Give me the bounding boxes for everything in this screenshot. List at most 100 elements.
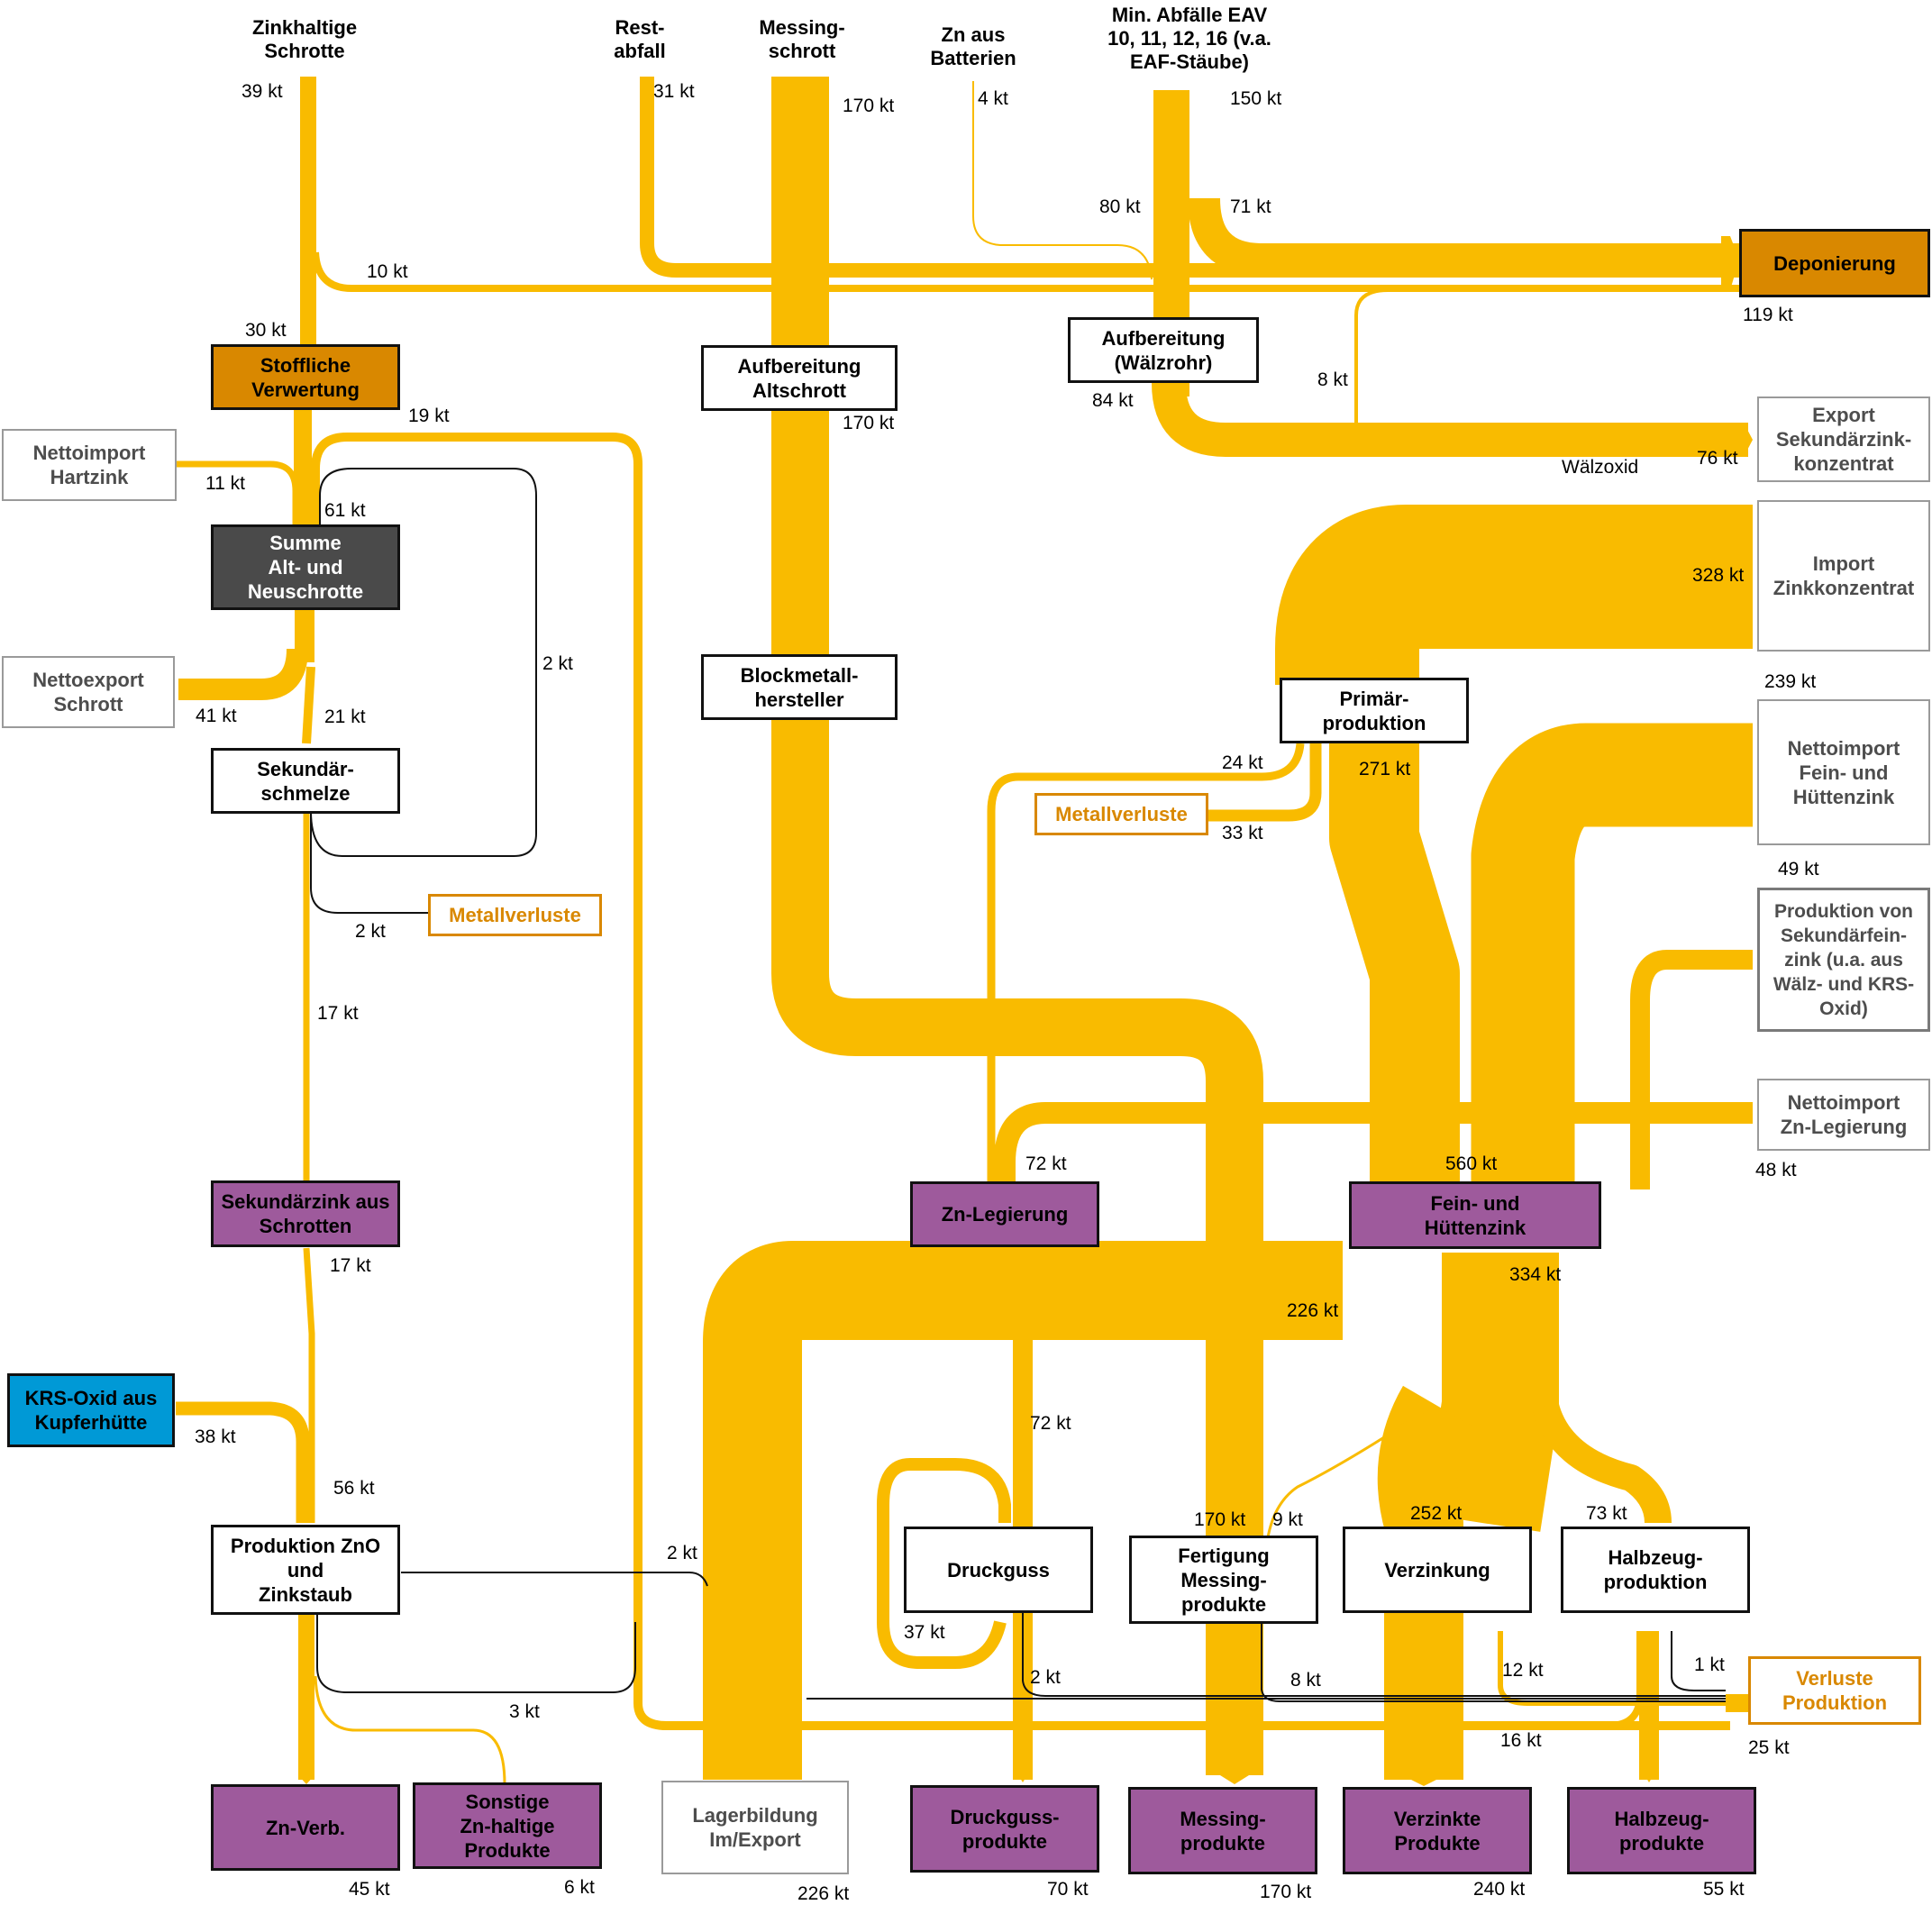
node-aufbereitung-waelz[interactable]: Aufbereitung (Wälzrohr)	[1068, 317, 1259, 383]
line-druckguss-loss	[1022, 1613, 1726, 1697]
value-label: 328 kt	[1692, 565, 1745, 586]
node-fertigung-messing[interactable]: Fertigung Messing- produkte	[1129, 1536, 1318, 1624]
value-label: 1 kt	[1694, 1654, 1725, 1675]
node-sekundaerfeinzink[interactable]: Produktion von Sekundärfein- zink (u.a. …	[1757, 888, 1930, 1032]
node-sonstige[interactable]: Sonstige Zn-haltige Produkte	[413, 1782, 602, 1869]
node-metallverluste-mid[interactable]: Metallverluste	[1034, 793, 1208, 835]
node-export-konzentrat[interactable]: Export Sekundärzink- konzentrat	[1757, 396, 1930, 482]
value-label: 170 kt	[1194, 1509, 1246, 1530]
flow-to-schmelze	[302, 666, 315, 744]
node-stoffliche-verwertung[interactable]: Stoffliche Verwertung	[211, 344, 400, 410]
value-label: 48 kt	[1755, 1160, 1797, 1180]
source-mineral-waste: Min. Abfälle EAV 10, 11, 12, 16 (v.a. EA…	[1107, 4, 1271, 73]
value-label: 6 kt	[564, 1877, 595, 1898]
value-label: 72 kt	[1030, 1413, 1071, 1434]
node-druckguss[interactable]: Druckguss	[904, 1527, 1093, 1613]
line-halbzeug-loss	[1671, 1631, 1726, 1691]
node-verluste-produktion[interactable]: Verluste Produktion	[1748, 1656, 1921, 1725]
node-deponierung[interactable]: Deponierung	[1739, 229, 1930, 297]
flow-sekundaerfeinzink	[1630, 950, 1753, 1189]
line-zno-to-lager	[401, 1572, 708, 1587]
line-zno-loop	[316, 1613, 636, 1693]
flow-legierung-import	[994, 1102, 1753, 1189]
node-messingprodukte[interactable]: Messing- produkte	[1128, 1787, 1317, 1874]
node-zn-legierung[interactable]: Zn-Legierung	[910, 1181, 1099, 1247]
node-halbzeugprodukte[interactable]: Halbzeug- produkte	[1567, 1787, 1756, 1874]
value-label: 2 kt	[1030, 1667, 1061, 1688]
value-label: 226 kt	[797, 1883, 850, 1904]
flow-import-feinzink	[1471, 723, 1753, 1189]
value-label: 38 kt	[195, 1426, 236, 1447]
value-label: 56 kt	[333, 1478, 375, 1499]
node-sekundaerschmelze[interactable]: Sekundär- schmelze	[211, 748, 400, 814]
flow-export-scrap	[178, 648, 308, 700]
value-label: 239 kt	[1764, 671, 1817, 692]
node-zn-verb[interactable]: Zn-Verb.	[211, 1784, 400, 1871]
flow-waelz-to-landfill	[1354, 288, 1406, 424]
value-label: 240 kt	[1473, 1879, 1526, 1900]
source-brass-scrap: Messing- schrott	[759, 16, 845, 62]
node-halbzeugproduktion[interactable]: Halbzeug- produktion	[1561, 1527, 1750, 1613]
value-label: 80 kt	[1099, 196, 1141, 217]
value-label: 226 kt	[1287, 1300, 1339, 1321]
value-label: 8 kt	[1317, 369, 1348, 390]
node-verzinkte-produkte[interactable]: Verzinkte Produkte	[1343, 1787, 1532, 1874]
value-label: 24 kt	[1222, 752, 1263, 773]
flow-batteries	[972, 81, 1153, 280]
line-schmelze-loss	[310, 811, 428, 914]
value-label: 10 kt	[367, 261, 408, 282]
flow-residual-waste	[640, 77, 1739, 278]
node-nettoimport-hartzink[interactable]: Nettoimport Hartzink	[2, 429, 177, 501]
value-label: 45 kt	[349, 1879, 390, 1900]
node-produktion-zno[interactable]: Produktion ZnO und Zinkstaub	[211, 1525, 400, 1615]
node-nettoexport-schrott[interactable]: Nettoexport Schrott	[2, 656, 175, 728]
value-label: 252 kt	[1410, 1503, 1463, 1524]
flow-krs	[176, 1401, 310, 1523]
flow-to-lager	[703, 1241, 1343, 1780]
value-label: 119 kt	[1743, 305, 1793, 325]
value-label: 2 kt	[667, 1543, 697, 1563]
flow-druckguss-loop	[877, 1458, 1011, 1669]
node-nettoimport-legierung[interactable]: Nettoimport Zn-Legierung	[1757, 1079, 1930, 1151]
node-aufbereitung-altschrott[interactable]: Aufbereitung Altschrott	[701, 345, 898, 411]
node-metallverluste-left[interactable]: Metallverluste	[428, 894, 602, 936]
value-label: 72 kt	[1025, 1153, 1067, 1174]
value-label: 3 kt	[509, 1701, 540, 1722]
node-summe-schrotte[interactable]: Summe Alt- und Neuschrotte	[211, 524, 400, 610]
flow-waelz-out	[1152, 382, 1748, 457]
flow-zno-to-sonstige	[314, 1675, 506, 1785]
flow-primaer-to-legierung	[987, 743, 1305, 1189]
value-label: 150 kt	[1230, 88, 1282, 109]
value-label: 25 kt	[1748, 1737, 1790, 1758]
node-primaerproduktion[interactable]: Primär- produktion	[1280, 678, 1469, 743]
node-blockmetall[interactable]: Blockmetall- hersteller	[701, 654, 898, 720]
value-label: 61 kt	[324, 500, 366, 521]
node-nettoimport-feinzink[interactable]: Nettoimport Fein- und Hüttenzink	[1757, 699, 1930, 845]
arrow-export	[1744, 423, 1753, 457]
flow-verzinkung-scrap	[1608, 1631, 1644, 1729]
node-import-konzentrat[interactable]: Import Zinkkonzentrat	[1757, 500, 1930, 652]
value-label: 560 kt	[1445, 1153, 1498, 1174]
value-label: 9 kt	[1272, 1509, 1303, 1530]
node-krs-oxid[interactable]: KRS-Oxid aus Kupferhütte	[7, 1373, 175, 1447]
flow-hartzink	[176, 460, 299, 532]
value-label: 41 kt	[196, 706, 237, 726]
node-lagerbildung[interactable]: Lagerbildung Im/Export	[661, 1781, 849, 1874]
node-sekundaerzink[interactable]: Sekundärzink aus Schrotten	[211, 1180, 400, 1247]
value-label: 170 kt	[1260, 1882, 1312, 1902]
value-label: 39 kt	[242, 81, 283, 102]
value-label: 334 kt	[1509, 1264, 1562, 1285]
flow-feinzink-out	[1424, 1253, 1559, 1532]
flow-primaer-out	[1329, 743, 1460, 1189]
node-fein-huettenzink[interactable]: Fein- und Hüttenzink	[1349, 1181, 1601, 1249]
value-label: 170 kt	[843, 413, 895, 433]
value-label: 55 kt	[1703, 1879, 1745, 1900]
node-druckgussprodukte[interactable]: Druckguss- produkte	[910, 1785, 1099, 1873]
value-label: 2 kt	[355, 921, 386, 942]
node-verzinkung[interactable]: Verzinkung	[1343, 1527, 1532, 1613]
source-residual-waste: Rest- abfall	[614, 16, 666, 62]
value-label: 30 kt	[245, 320, 287, 341]
value-label: 8 kt	[1290, 1670, 1321, 1691]
label-waelzoxid: Wälzoxid	[1562, 457, 1639, 478]
